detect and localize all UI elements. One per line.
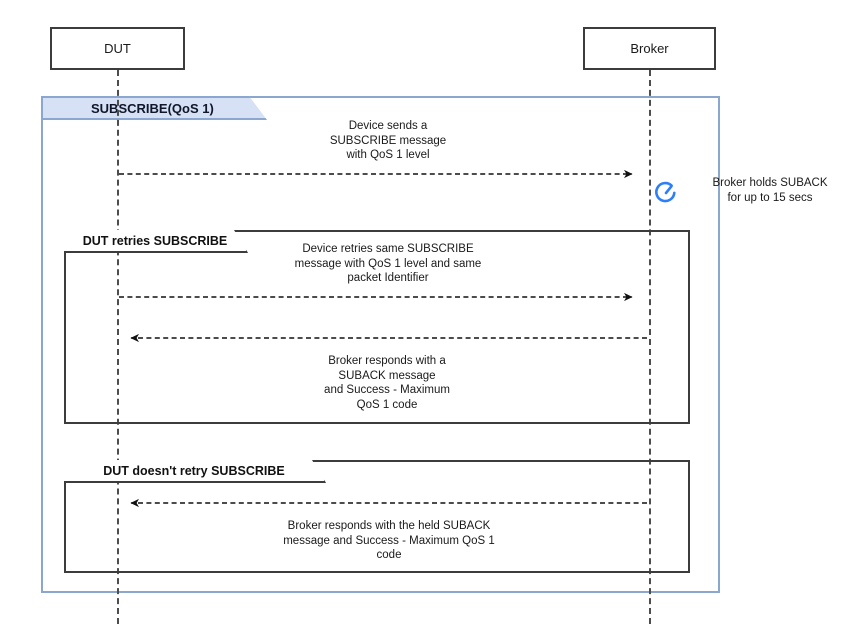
message-caption-suback: Broker responds with a SUBACK message an… xyxy=(324,355,450,411)
message-caption-held-suback: Broker responds with the held SUBACK mes… xyxy=(283,520,495,561)
note-broker-hold: Broker holds SUBACK for up to 15 secs xyxy=(650,176,855,216)
message-caption-retry-subscribe: Device retries same SUBSCRIBE message wi… xyxy=(294,243,482,284)
fragment-box-retry xyxy=(64,230,690,424)
lifeline-broker xyxy=(649,70,651,624)
actor-box-dut[interactable]: DUT xyxy=(50,27,185,70)
fragment-label-retry-text: DUT retries SUBSCRIBE xyxy=(82,233,228,248)
fragment-label-no-retry: DUT doesn't retry SUBSCRIBE xyxy=(64,460,326,483)
outer-fragment-label-text: SUBSCRIBE(QoS 1) xyxy=(91,100,214,116)
outer-fragment-label: SUBSCRIBE(QoS 1) xyxy=(41,96,267,120)
fragment-label-retry: DUT retries SUBSCRIBE xyxy=(64,230,248,253)
note-broker-hold-text: Broker holds SUBACK for up to 15 secs xyxy=(712,177,828,204)
actor-label-dut: DUT xyxy=(104,41,131,56)
fragment-label-no-retry-text: DUT doesn't retry SUBSCRIBE xyxy=(103,463,285,478)
lifeline-dut xyxy=(117,70,119,624)
actor-label-broker: Broker xyxy=(630,41,669,56)
timer-icon xyxy=(653,180,679,206)
message-caption-subscribe: Device sends a SUBSCRIBE message with Qo… xyxy=(329,120,447,161)
actor-box-broker[interactable]: Broker xyxy=(583,27,716,70)
fragment-box-no-retry xyxy=(64,460,690,573)
outer-fragment-frame xyxy=(41,96,720,593)
